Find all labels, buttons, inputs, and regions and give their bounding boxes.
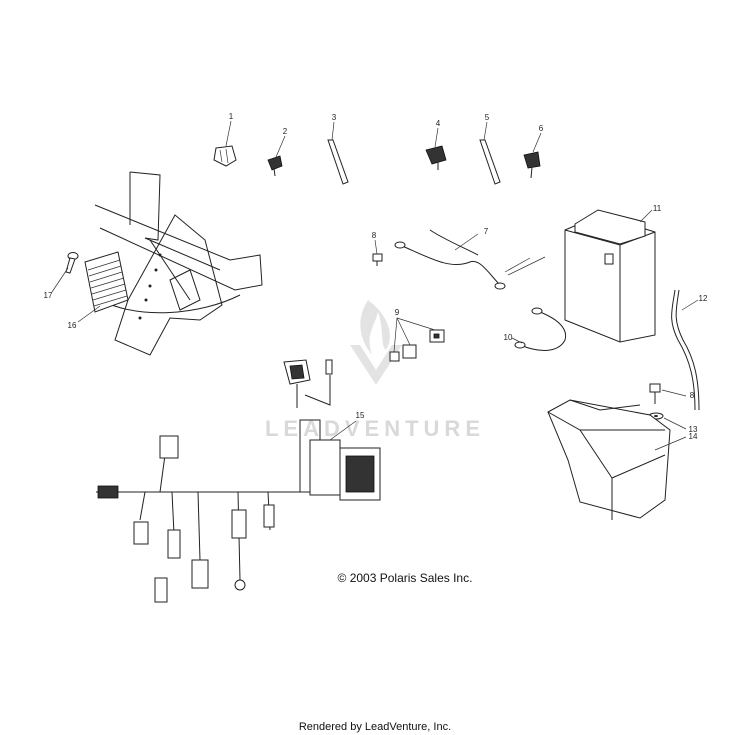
callout-9: 9 — [395, 308, 400, 317]
part-4-clip[interactable] — [425, 145, 447, 170]
callout-8-lower: 8 — [690, 391, 695, 400]
callout-labels: 1 2 3 4 5 6 7 8 8 9 10 11 12 13 14 15 16… — [44, 112, 708, 441]
part-12-vent-tube[interactable] — [671, 289, 700, 411]
callout-12: 12 — [699, 294, 708, 303]
part-3-strap[interactable] — [327, 139, 349, 185]
callout-6: 6 — [539, 124, 544, 133]
leader-lines — [51, 120, 699, 451]
watermark-text: LEADVENTURE — [265, 416, 485, 441]
callout-13: 13 — [689, 425, 698, 434]
part-14-battery-box[interactable] — [547, 399, 671, 520]
part-2-clip[interactable] — [267, 155, 283, 177]
callout-16: 16 — [68, 321, 77, 330]
part-17-bolt[interactable] — [65, 252, 79, 274]
part-15-wiring-harness[interactable] — [96, 419, 381, 603]
part-7-battery-cable[interactable] — [394, 229, 531, 290]
frame-section — [94, 171, 263, 356]
callout-1: 1 — [229, 112, 234, 121]
callout-4: 4 — [436, 119, 441, 128]
callout-17: 17 — [44, 291, 53, 300]
watermark: LEADVENTURE — [265, 300, 485, 441]
callout-3: 3 — [332, 113, 337, 122]
part-8-bolt-lower[interactable] — [649, 383, 661, 404]
part-11-battery[interactable] — [564, 209, 656, 343]
part-5-strap[interactable] — [479, 139, 501, 185]
harness-relay[interactable] — [283, 359, 333, 408]
callout-11: 11 — [653, 204, 662, 213]
part-1-clip[interactable] — [213, 145, 237, 167]
callout-2: 2 — [283, 127, 288, 136]
callout-7: 7 — [484, 227, 489, 236]
callout-15: 15 — [356, 411, 365, 420]
part-8-bolt-upper[interactable] — [372, 253, 383, 266]
part-6-clip[interactable] — [523, 151, 541, 179]
part-10-ground-cable[interactable] — [514, 307, 567, 351]
callout-10: 10 — [504, 333, 513, 342]
part-16-regulator[interactable] — [84, 251, 129, 313]
part-9-connectors[interactable] — [389, 329, 445, 362]
copyright-text: © 2003 Polaris Sales Inc. — [338, 571, 473, 585]
callout-14: 14 — [689, 432, 698, 441]
footer-text: Rendered by LeadVenture, Inc. — [299, 721, 451, 733]
callout-8-upper: 8 — [372, 231, 377, 240]
callout-5: 5 — [485, 113, 490, 122]
